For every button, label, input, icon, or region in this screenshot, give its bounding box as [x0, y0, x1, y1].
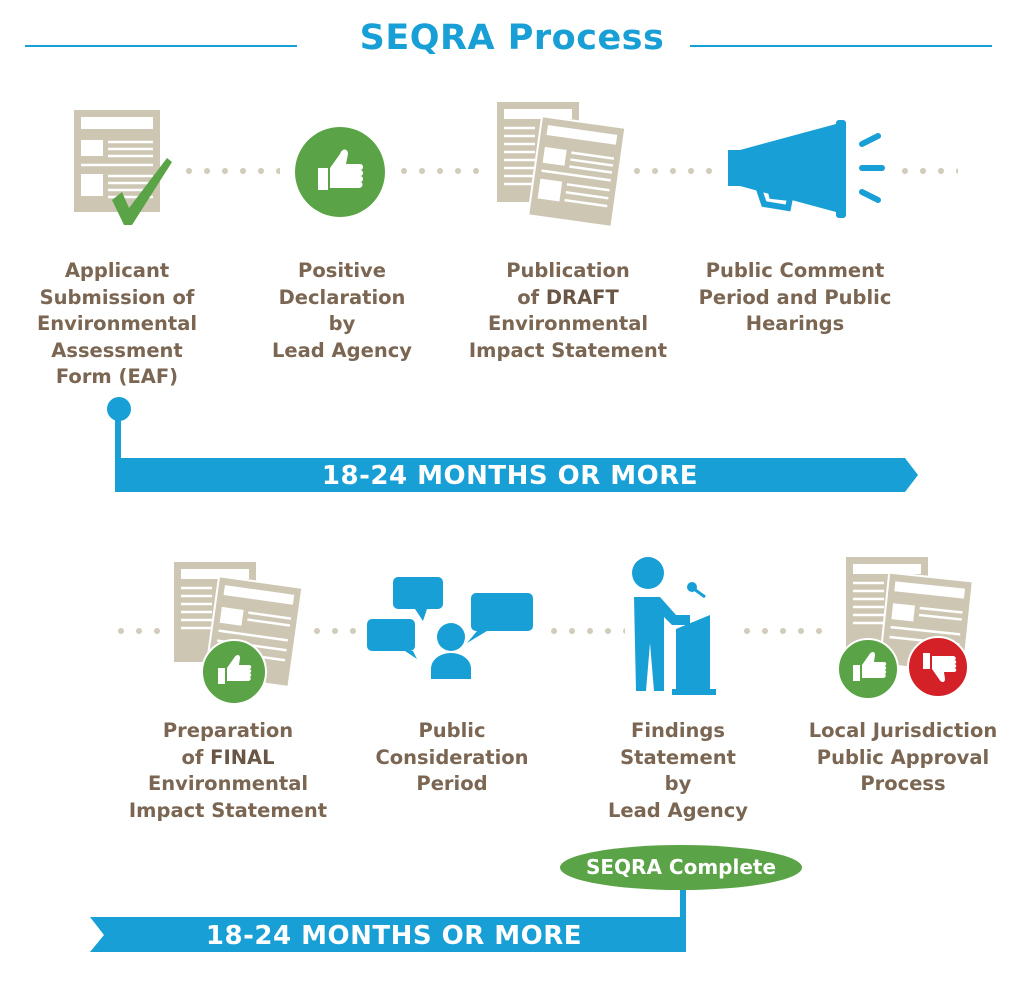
label-line: of FINAL: [113, 745, 343, 772]
label-line: Process: [860, 772, 946, 795]
label-line: Period: [416, 772, 488, 795]
title-rule-right: [690, 45, 992, 47]
label-line: by: [664, 772, 692, 795]
label-line: Impact Statement: [468, 338, 668, 362]
step-label-public-consideration: Public Consideration Period: [337, 718, 567, 798]
label-line: Hearings: [745, 312, 845, 335]
label-word: of: [517, 285, 540, 309]
label-line: Positive: [298, 259, 386, 282]
label-line: Applicant: [64, 259, 170, 282]
label-line: Declaration: [278, 285, 406, 309]
seqra-complete-badge: SEQRA Complete: [560, 845, 802, 890]
label-line: Lead Agency: [608, 798, 748, 822]
connector-dots: [896, 168, 958, 174]
thumbs-up-icon: [294, 126, 386, 218]
documents-approve-reject-icon: [838, 555, 978, 700]
step-label-local-approval: Local Jurisdiction Public Approval Proce…: [783, 718, 1023, 798]
step-label-final-eis: Preparation of FINAL Environmental Impac…: [113, 718, 343, 824]
label-line: of DRAFT: [453, 285, 683, 312]
label-line: Consideration: [375, 745, 529, 769]
speaker-podium-icon: [630, 555, 722, 700]
connector-dots: [308, 628, 358, 634]
connector-dots: [545, 628, 625, 634]
label-line: by: [328, 312, 356, 335]
label-line: Environmental: [36, 312, 198, 335]
label-line: Form (EAF): [55, 365, 179, 388]
timeline-duration-1: 18-24 MONTHS OR MORE: [321, 461, 699, 491]
step-label-findings-statement: Findings Statement by Lead Agency: [563, 718, 793, 824]
step-label-draft-eis: Publication of DRAFT Environmental Impac…: [453, 258, 683, 364]
label-line: Statement: [620, 745, 736, 769]
page-title: SEQRA Process: [359, 18, 665, 58]
label-line: Assessment: [51, 338, 183, 362]
timeline-duration-2: 18-24 MONTHS OR MORE: [205, 921, 583, 951]
label-line: Environmental: [147, 772, 309, 795]
label-line: Submission of: [39, 285, 195, 309]
connector-dots: [112, 628, 167, 634]
label-line: Findings: [631, 719, 725, 742]
label-line: Impact Statement: [128, 798, 328, 822]
connector-dots: [628, 168, 718, 174]
label-word: of: [181, 745, 204, 769]
label-line: Public: [418, 719, 486, 742]
label-emphasis: FINAL: [210, 745, 275, 769]
step-label-public-comment: Public Comment Period and Public Hearing…: [680, 258, 910, 338]
label-line: Public Approval: [816, 745, 990, 769]
megaphone-icon: [726, 120, 891, 220]
label-line: Period and Public: [698, 285, 892, 309]
document-check-icon: [72, 108, 177, 230]
documents-thumbs-up-icon: [172, 560, 302, 710]
label-line: Lead Agency: [272, 338, 412, 362]
label-line: Environmental: [487, 312, 649, 335]
label-line: Preparation: [162, 719, 294, 742]
title-rule-left: [25, 45, 297, 47]
label-line: Local Jurisdiction: [808, 719, 998, 742]
label-line: Publication: [506, 259, 630, 282]
connector-dots: [180, 168, 280, 174]
step-label-positive-declaration: Positive Declaration by Lead Agency: [227, 258, 457, 364]
step-label-eaf: Applicant Submission of Environmental As…: [2, 258, 232, 391]
connector-dots: [738, 628, 828, 634]
label-line: Public Comment: [705, 259, 885, 282]
label-emphasis: DRAFT: [545, 285, 619, 309]
timeline-bar-2: [0, 880, 1024, 960]
documents-icon: [495, 100, 625, 230]
timeline-bar-1: [0, 395, 1024, 495]
connector-dots: [395, 168, 485, 174]
discussion-icon: [365, 575, 535, 685]
